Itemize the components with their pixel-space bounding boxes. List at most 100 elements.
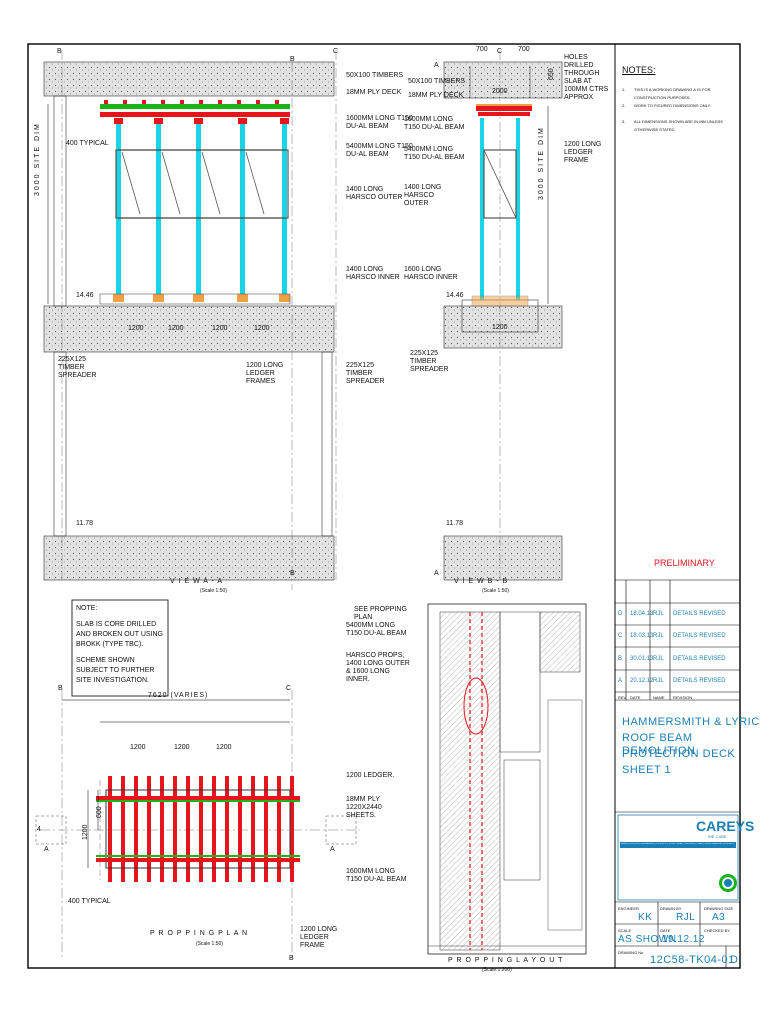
timber-a [142,100,146,104]
grid-b-label: B [57,48,62,55]
plan-section-b: B [289,955,294,962]
project-line-2: ROOF BEAM DEMOLITION [622,732,696,757]
plan-dim-3: 1200 [216,744,232,751]
timber-a [104,100,108,104]
plan-timber [251,776,255,882]
notes-title: NOTES: [622,65,656,75]
plan-section-a-left: A [44,846,49,853]
plan-beam-1600-label: 1600mm LONG T150 DU-AL BEAM [346,868,407,883]
plan-ledger-frame-label: 1200 LONG LEDGER FRAME [300,926,338,949]
rev-d: D [618,611,623,617]
plan-timber [186,776,190,882]
brace-a [161,151,181,215]
rev-header-rev: REV [618,695,627,700]
base-plate-a [237,294,248,302]
drawn-value: RJL [676,912,696,923]
scale-value: AS SHOWN [618,934,677,945]
ply-label-b: 18mm PLY DECK [408,92,464,99]
view-a-title: V I E W A - A [170,578,224,585]
timber-a [199,100,203,104]
engineer-label: ENGINEER [618,906,639,911]
drawing-number: 12C58-TK04-01 [650,954,735,966]
rev-a-text: DETAILS REVISED [673,678,726,684]
view-a-a [43,50,337,590]
timbers-label-b: 50X100 TIMBERS [408,78,466,85]
brace-a [245,151,265,215]
plan-dim-side-1: 1200 [82,824,89,840]
level-11-78-a: 11.78 [76,520,93,527]
grid-c-label: C [333,48,339,55]
rev-b-name: RJL [653,656,664,662]
plan-dim-2: 1200 [174,744,190,751]
rev-c-text: DETAILS REVISED [673,633,726,639]
notes-item-2: WORK TO FIGURED DIMENSIONS ONLY. [634,103,711,108]
top-slab-a [43,61,335,97]
rev-b-date: 30.01.13 [630,656,654,662]
beam-1600-label-b: 1600mm LONG T150 DU-AL BEAM [404,116,465,131]
dim-1200-4: 1200 [254,325,270,332]
drawing-rev: D [730,954,739,966]
ply-deck-a [100,104,290,109]
preliminary-stamp: PRELIMINARY [654,558,715,568]
prop-head-a [114,118,123,124]
ledger-frames-label: 1200 LONG LEDGER FRAMES [246,362,284,385]
site-note-line-1: SLAB IS CORE DRILLED AND BROKEN OUT USIN… [76,621,163,648]
prop-head-a [280,118,289,124]
view-a-scale: (Scale 1:50) [200,588,227,594]
harsco-inner-label: 1400 LONG HARSCO INNER [346,266,400,281]
rev-b: B [618,656,623,662]
wall-right-lower-a [321,351,333,537]
site-dim-label-b: 3000 SITE DIM [538,126,545,200]
project-line-1: HAMMERSMITH & LYRIC [622,716,760,728]
wall-left-a [53,95,67,307]
floor-slab-a [43,305,335,353]
brace-a [121,151,141,215]
section-a-bottom: A [434,570,439,577]
plan-beam-5400-label: 5400mm LONG T150 DU-AL BEAM [346,622,407,637]
layout-scale: (Scale 1:200) [482,967,512,973]
timber-a [237,100,241,104]
project-line-3: PROTECTION DECK [622,748,736,760]
plan-timber [225,776,229,882]
plan-timber [277,776,281,882]
plan-grid-4: 4 [37,826,41,833]
prop-head-a [154,118,163,124]
checked-label: CHECKED BY [704,928,731,933]
rev-a: A [618,678,623,684]
base-plate-a [153,294,164,302]
ledger-label-b: 1200 LONG LEDGER FRAME [564,141,602,164]
ply-label: 18mm PLY DECK [346,89,402,96]
spreader-left-label: 225X125 TIMBER SPREADER [58,356,97,379]
dim-1200-2: 1200 [168,325,184,332]
scale-label: SCALE [618,928,632,933]
view-b-title: V I E W B - B [454,578,509,585]
project-line-4: SHEET 1 [622,764,672,776]
site-dim-label: 3000 SITE DIM [34,122,41,196]
beam-1600-b [476,106,532,111]
base-plate-a [279,294,290,302]
company-tagline: WE CARE [708,834,727,839]
spreader-label-b: 225X125 TIMBER SPREADER [410,350,449,373]
note-box-frame [71,599,169,697]
date-label: DATE [660,928,671,933]
size-value: A3 [712,912,726,923]
company-logo: CAREYS [696,818,755,834]
timber-a [180,100,184,104]
plan-grid-c: C [286,685,292,692]
propping-layout [427,603,587,955]
plan-timber [290,776,294,882]
notes-item-1: THIS IS A WORKING DRAWING & IS FOR CONST… [634,87,711,100]
brace-a [201,151,221,215]
plan-timber [121,776,125,882]
rev-b-text: DETAILS REVISED [673,656,726,662]
level-14-46-b: 14.46 [446,292,464,299]
plan-title: P R O P P I N G P L A N [150,930,249,937]
layout-title: P R O P P I N G L A Y O U T [448,957,564,964]
plan-typical: 400 TYPICAL [68,898,111,905]
section-a-top: A [434,62,439,69]
timber-a [218,100,222,104]
prop-a [240,118,245,294]
dim-650: 650 [548,68,555,80]
view-b-b [443,50,563,581]
